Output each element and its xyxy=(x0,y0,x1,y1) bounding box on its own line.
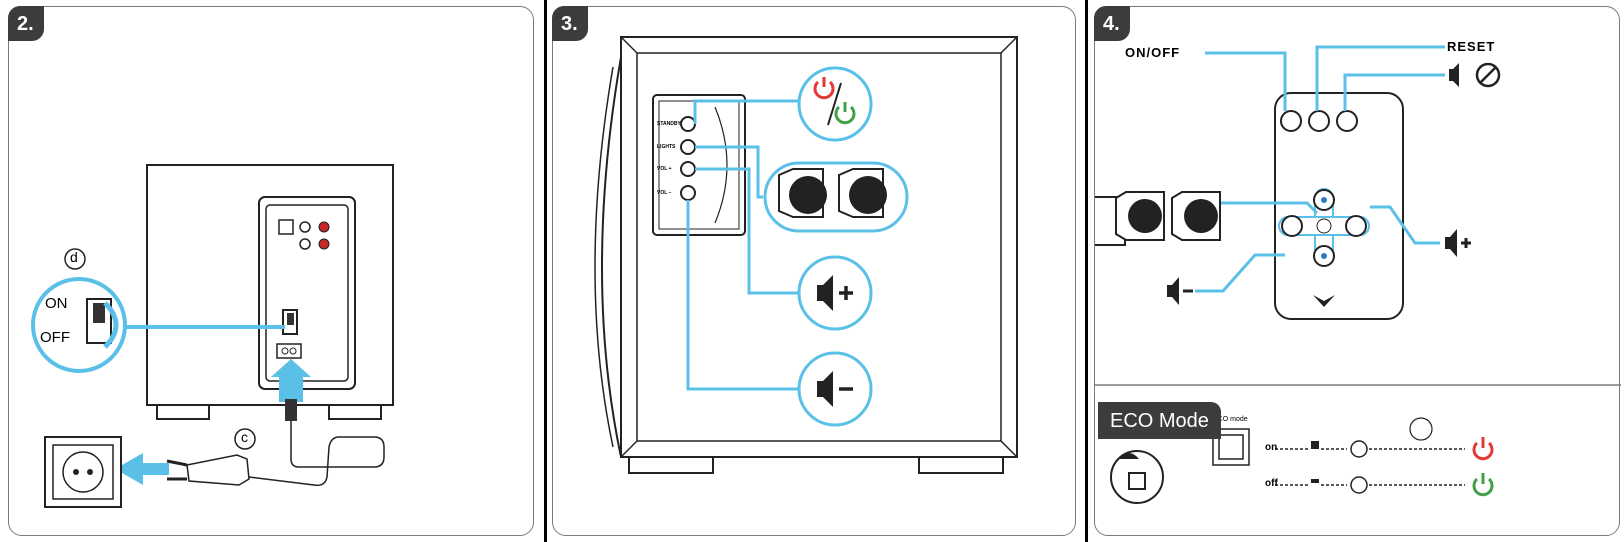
remote-diagram xyxy=(1095,45,1621,504)
on-off-label: ON/OFF xyxy=(1125,45,1181,60)
subwoofer-side-diagram xyxy=(594,36,1018,474)
lights-label: LIGHTS xyxy=(657,144,676,150)
panel-divider xyxy=(1085,0,1088,542)
step-badge: 2. xyxy=(8,6,44,41)
standby-label: STANDBY xyxy=(657,121,681,127)
subwoofer-rear-diagram xyxy=(31,164,394,508)
callout-d-label: d xyxy=(70,249,78,265)
callout-c-label: c xyxy=(241,429,248,445)
step-badge: 4. xyxy=(1094,6,1130,41)
eco-on-label: on xyxy=(1265,442,1278,453)
reset-label: RESET xyxy=(1447,39,1496,54)
panel-divider xyxy=(544,0,547,542)
vol-minus-label: VOL – xyxy=(657,190,672,196)
eco-off-label: off xyxy=(1265,478,1278,489)
eco-mode-title: ECO Mode xyxy=(1098,402,1221,439)
switch-on-label: ON xyxy=(45,295,68,312)
panel-step-2: 2. xyxy=(8,6,534,536)
step-badge: 3. xyxy=(552,6,588,41)
vol-plus-label: VOL + xyxy=(657,166,672,172)
panel-step-4: 4. xyxy=(1094,6,1621,536)
panel-step-3: 3. xyxy=(552,6,1076,536)
eco-button-label: ECO mode xyxy=(1213,416,1248,423)
switch-off-label: OFF xyxy=(40,329,70,346)
desk-speakers-diagram xyxy=(1115,191,1221,241)
